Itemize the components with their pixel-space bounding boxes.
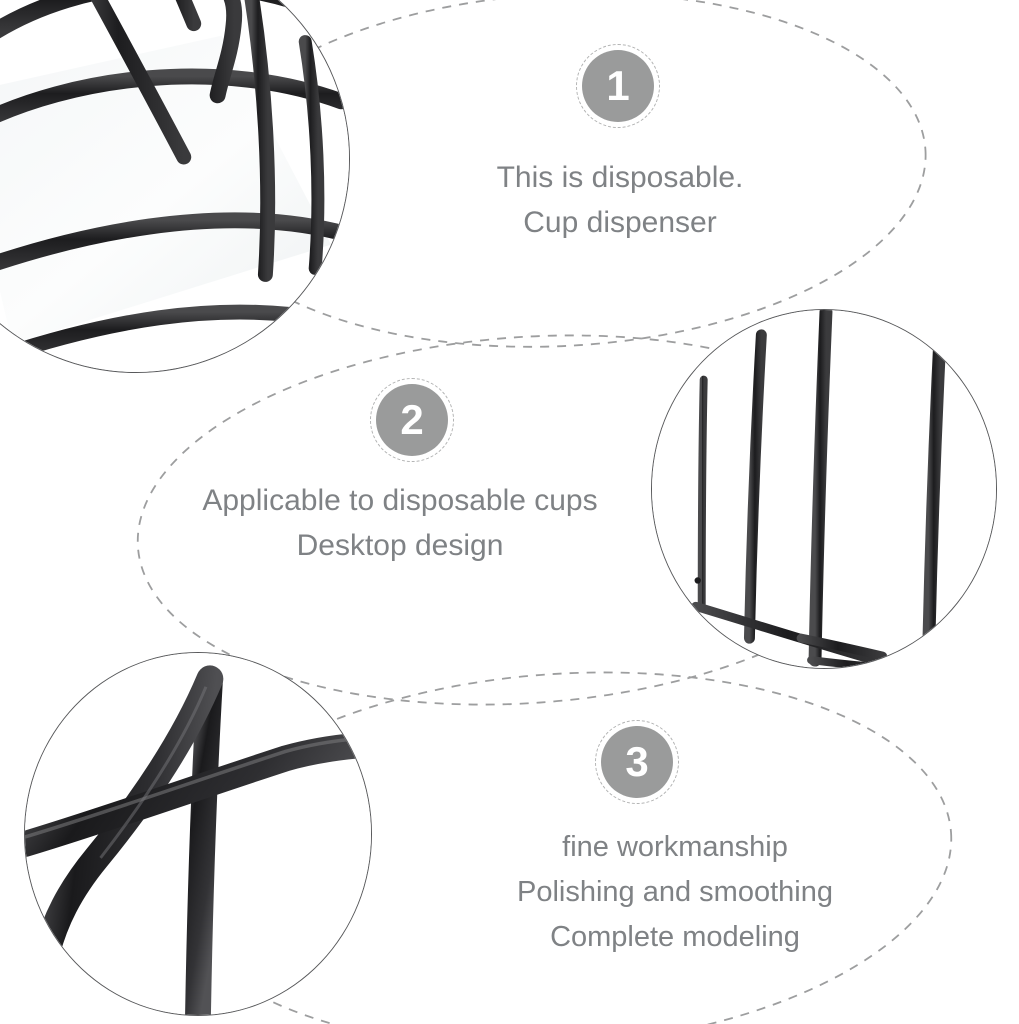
feature-3-badge: 3 <box>601 726 673 798</box>
feature-2-badge: 2 <box>376 384 448 456</box>
feature-3-photo <box>24 652 372 1016</box>
feature-3-caption: fine workmanship Polishing and smoothing… <box>517 831 833 953</box>
crossing-wire-rods-illustration <box>25 653 371 1015</box>
feature-3-badge-ring <box>595 720 679 804</box>
feature-1-caption: This is disposable. Cup dispenser <box>496 161 744 239</box>
feature-1-badge-ring <box>576 44 660 128</box>
vertical-wire-rods-illustration <box>652 310 996 668</box>
feature-2-caption: Applicable to disposable cups Desktop de… <box>202 484 598 562</box>
feature-2-badge-ring <box>370 378 454 462</box>
feature-1-badge: 1 <box>582 50 654 122</box>
feature-1-dashed-oval <box>193 0 927 348</box>
feature-2-photo <box>651 309 997 669</box>
